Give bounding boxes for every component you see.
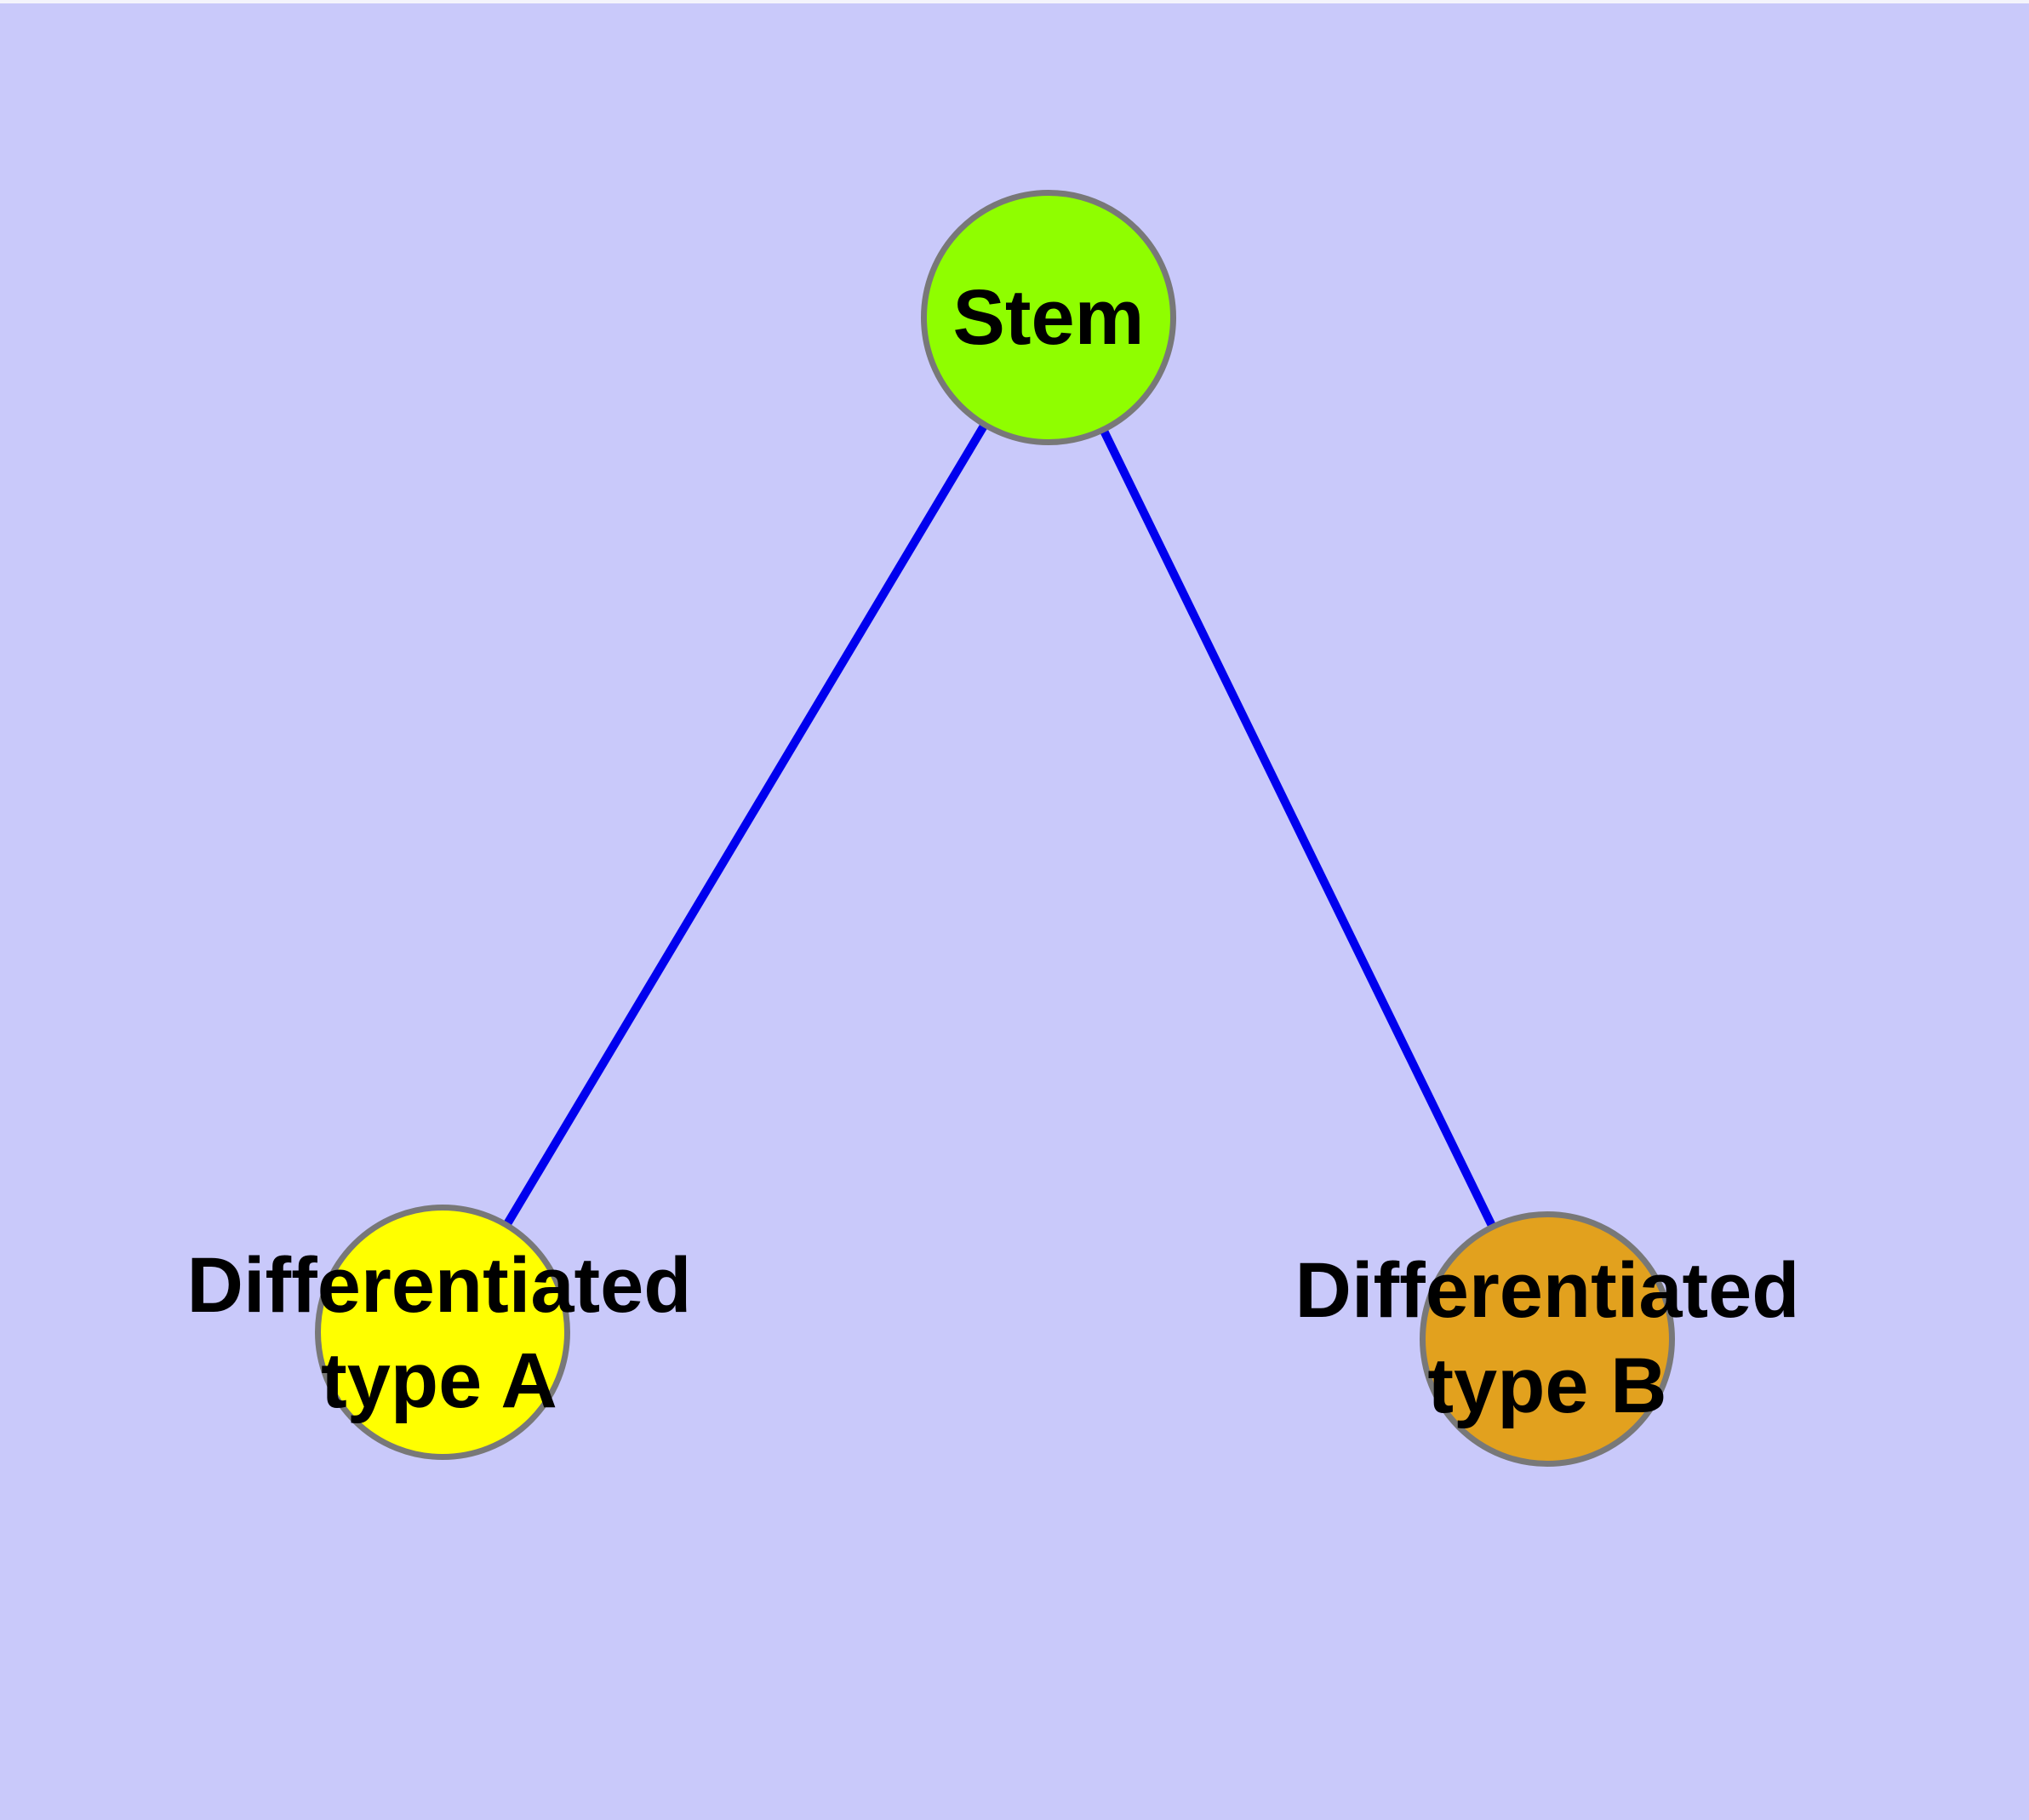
node-differentiated-type-b [1420,1211,1675,1467]
node-stem [921,190,1176,445]
edge-stem-to-type-a [438,315,1053,1335]
node-differentiated-type-a [315,1205,570,1460]
edge-stem-to-type-b [1044,315,1552,1342]
